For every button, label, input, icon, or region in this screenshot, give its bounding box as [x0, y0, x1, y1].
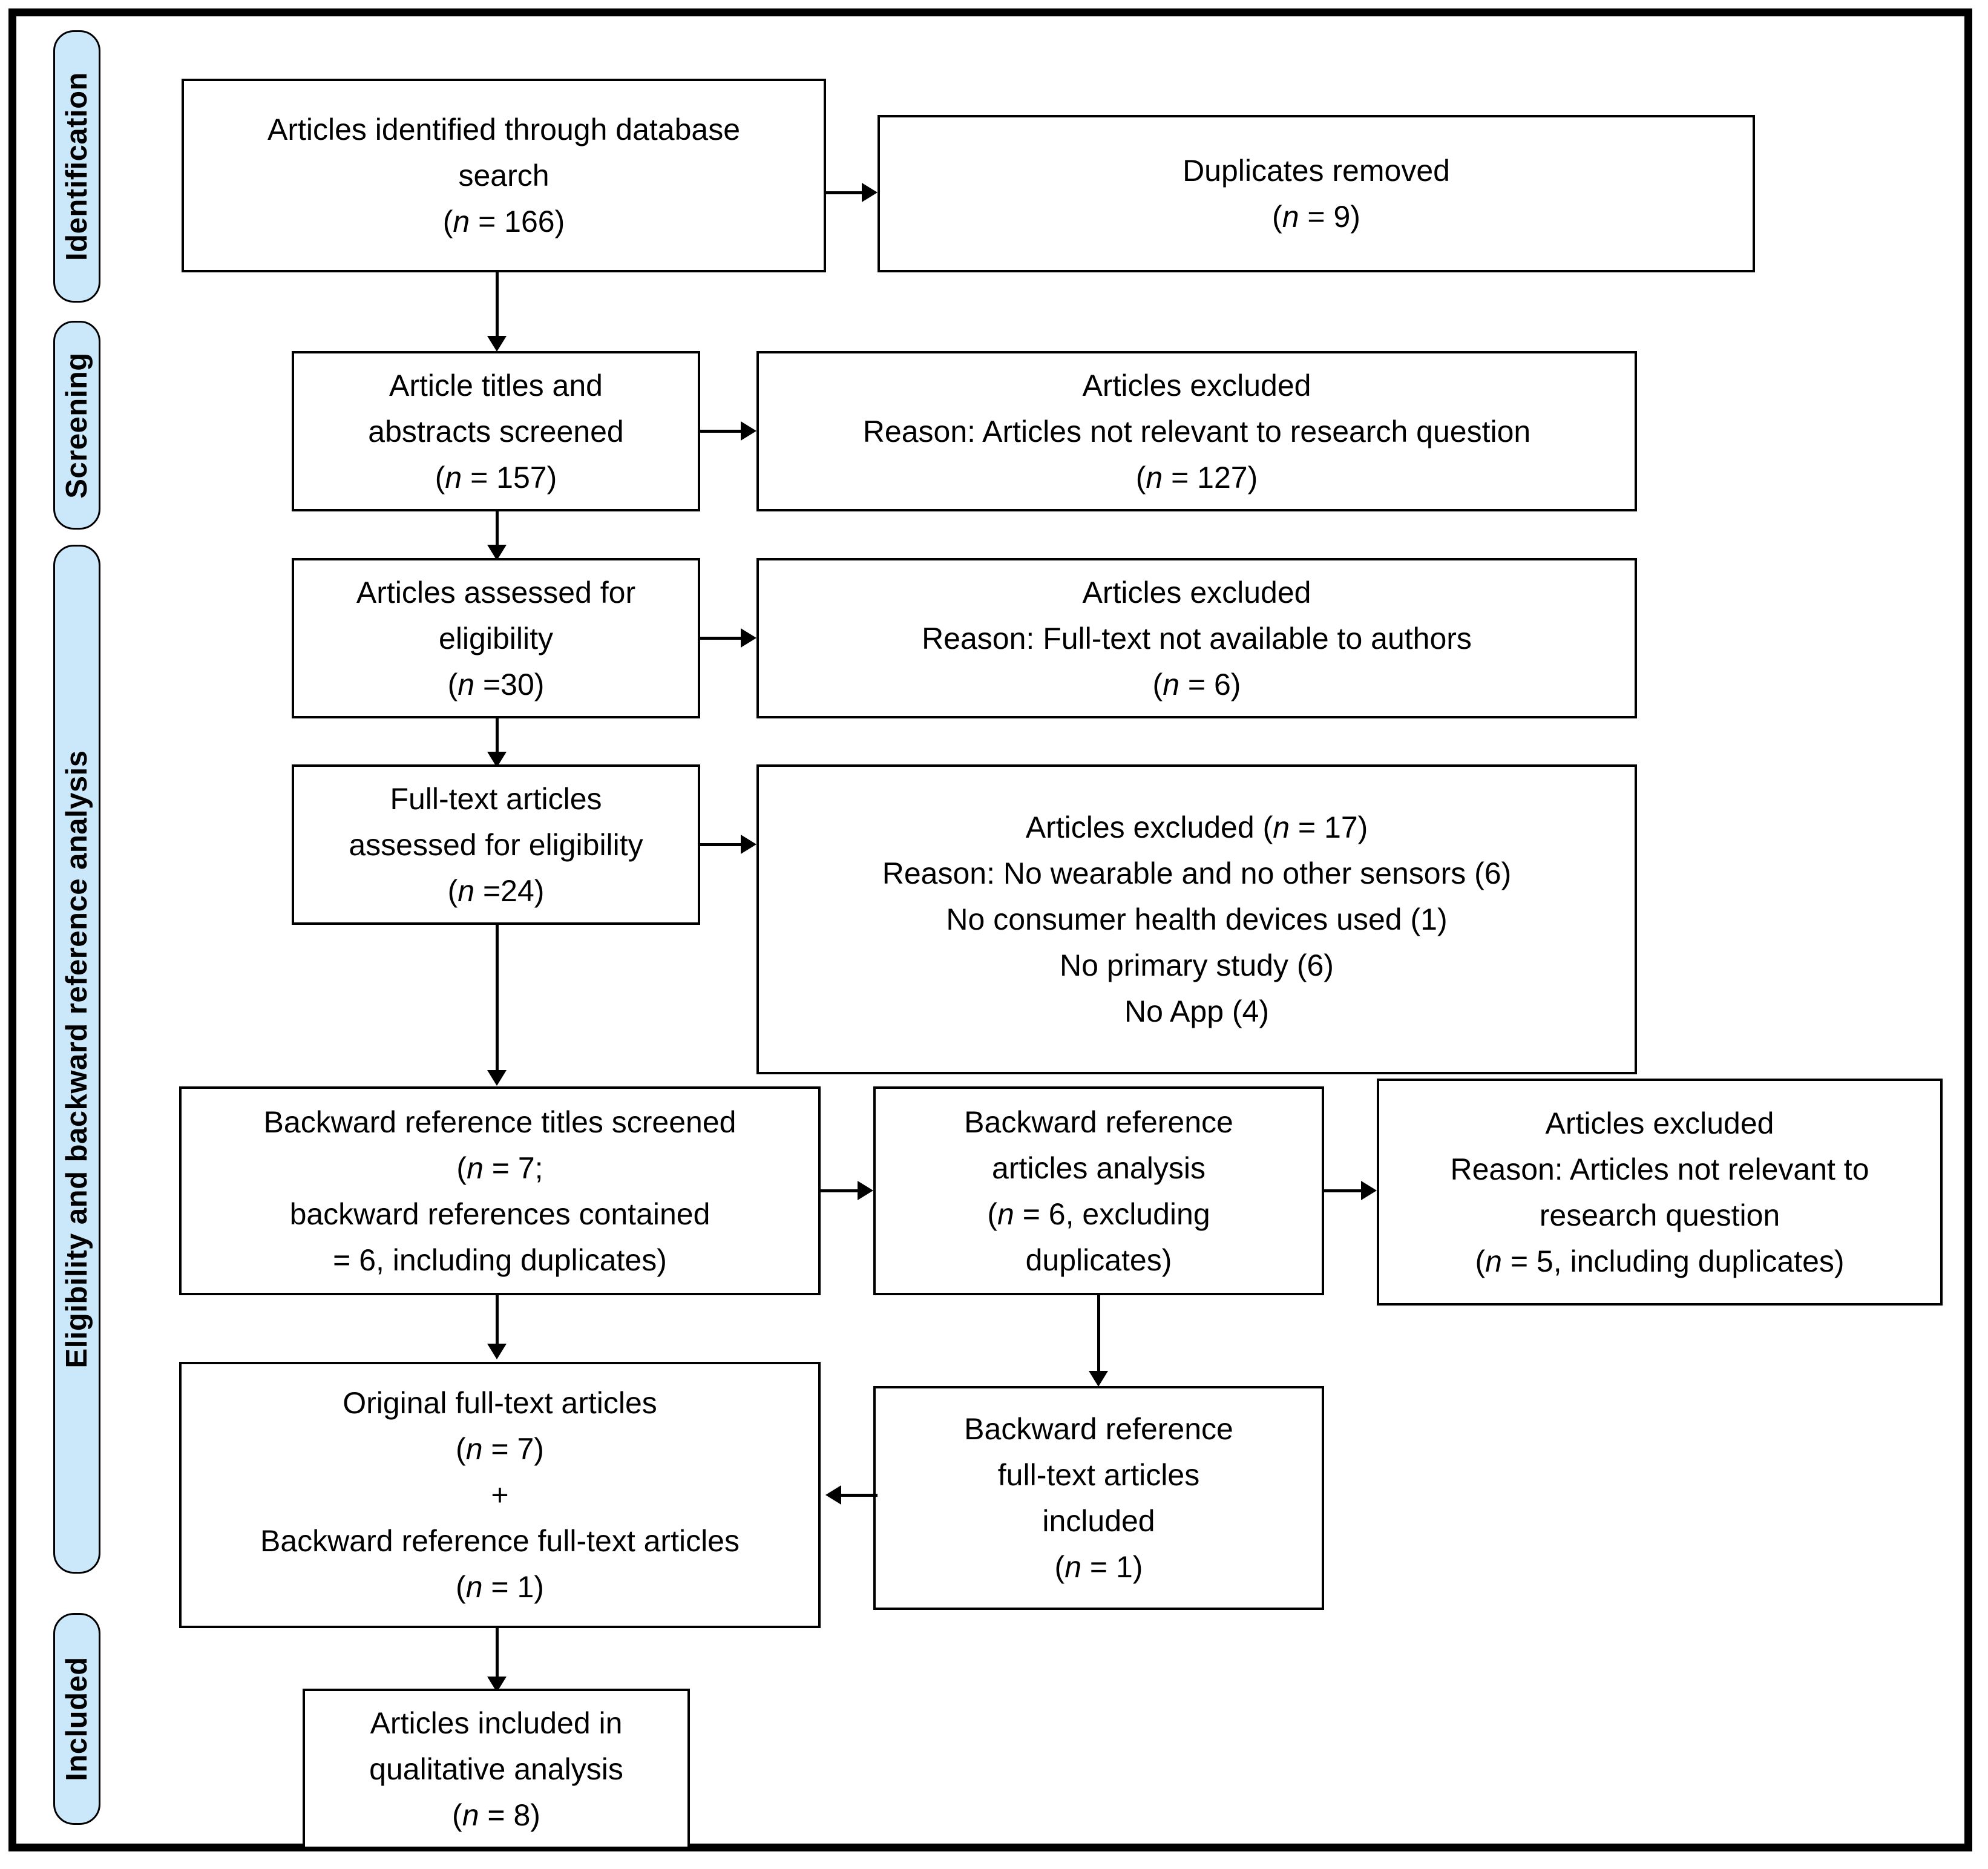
box-articles-excluded-fulltext-unavailable: Articles excluded Reason: Full-text not …	[756, 558, 1637, 718]
assessed-line-2: eligibility	[439, 621, 553, 655]
arrowhead-identified-to-duplicates	[862, 183, 878, 202]
bwd-titles-line-2: (n = 7;	[456, 1151, 543, 1185]
titles-line-2: abstracts screened	[368, 414, 624, 448]
titles-count: (n = 157)	[435, 460, 557, 494]
connector-identified-to-titles	[496, 272, 499, 339]
box-articles-excluded-screening: Articles excluded Reason: Articles not r…	[756, 351, 1637, 511]
box-articles-excluded-reasons: Articles excluded (n = 17) Reason: No we…	[756, 764, 1637, 1074]
box-articles-identified: Articles identified through database sea…	[182, 79, 826, 272]
assessed-count: (n =30)	[447, 667, 545, 701]
connector-titles-to-assessed	[496, 511, 499, 548]
orig-line-5: (n = 1)	[456, 1570, 544, 1604]
stage-label-eligibility: Eligibility and backward reference analy…	[53, 545, 100, 1574]
stage-included-text: Included	[61, 1657, 93, 1781]
arrowhead-titles-to-excluded	[741, 421, 756, 441]
box-backward-reference-titles-screened: Backward reference titles screened (n = …	[179, 1086, 821, 1295]
arrowhead-bwdtitles-to-original	[487, 1344, 507, 1359]
fulltext-line-1: Full-text articles	[390, 781, 602, 816]
bwd-incl-line-4: (n = 1)	[1054, 1550, 1143, 1584]
excl-na-line-1: Articles excluded	[1082, 575, 1311, 609]
arrowhead-bwdtitles-to-bwdanalysis	[858, 1181, 873, 1200]
bwd-titles-line-1: Backward reference titles screened	[263, 1105, 736, 1139]
stage-label-screening: Screening	[53, 321, 100, 530]
assessed-line-1: Articles assessed for	[356, 575, 636, 609]
bwd-incl-line-1: Backward reference	[964, 1412, 1233, 1446]
titles-line-1: Article titles and	[389, 368, 603, 402]
orig-line-1: Original full-text articles	[343, 1386, 657, 1420]
excl-bwd-line-2: Reason: Articles not relevant to	[1450, 1152, 1869, 1186]
stage-eligibility-text: Eligibility and backward reference analy…	[61, 750, 93, 1368]
excl-bwd-line-3: research question	[1539, 1198, 1780, 1232]
connector-bwdtitles-to-original	[496, 1295, 499, 1347]
connector-bwdanalysis-to-bwdfulltext	[1097, 1295, 1100, 1374]
identified-line-1: Articles identified through database	[267, 113, 741, 146]
box-articles-excluded-backward: Articles excluded Reason: Articles not r…	[1377, 1079, 1943, 1306]
excl-reasons-head: Articles excluded (n = 17)	[1025, 810, 1368, 844]
excl-reason-1: Reason: No wearable and no other sensors…	[882, 856, 1512, 890]
connector-assessed-to-excluded	[700, 637, 741, 640]
bwd-analysis-line-1: Backward reference	[964, 1105, 1233, 1139]
connector-bwdanalysis-to-excluded	[1324, 1189, 1362, 1192]
identified-count: (n = 166)	[442, 205, 565, 238]
box-backward-fulltext-included: Backward reference full-text articles in…	[873, 1386, 1324, 1610]
arrowhead-bwdincl-to-original	[825, 1485, 841, 1505]
box-articles-included-qualitative: Articles included in qualitative analysi…	[303, 1689, 690, 1849]
connector-titles-to-excluded	[700, 430, 741, 433]
connector-original-to-final	[496, 1628, 499, 1680]
box-original-fulltext-articles: Original full-text articles (n = 7) + Ba…	[179, 1362, 821, 1628]
connector-identified-to-duplicates	[826, 191, 862, 194]
excl-bwd-line-1: Articles excluded	[1545, 1106, 1774, 1140]
bwd-incl-line-3: included	[1042, 1504, 1155, 1538]
orig-line-2: (n = 7)	[456, 1432, 544, 1466]
arrowhead-bwdanalysis-to-bwdfulltext	[1089, 1371, 1108, 1387]
excl-na-line-2: Reason: Full-text not available to autho…	[922, 621, 1472, 655]
stage-label-included: Included	[53, 1613, 100, 1825]
box-fulltext-assessed-eligibility: Full-text articles assessed for eligibil…	[292, 764, 700, 925]
arrowhead-titles-to-assessed	[487, 545, 507, 560]
bwd-incl-line-2: full-text articles	[997, 1458, 1200, 1492]
stage-screening-text: Screening	[61, 352, 93, 499]
excl-na-count: (n = 6)	[1152, 667, 1241, 701]
orig-line-3: +	[491, 1478, 509, 1512]
bwd-titles-line-4: = 6, including duplicates)	[333, 1243, 667, 1277]
connector-fulltext-to-backward-titles	[496, 925, 499, 1073]
connector-bwdincl-to-original	[841, 1494, 878, 1497]
final-line-2: qualitative analysis	[369, 1752, 623, 1786]
box-assessed-for-eligibility: Articles assessed for eligibility (n =30…	[292, 558, 700, 718]
arrowhead-assessed-to-excluded	[741, 628, 756, 648]
stage-identification-text: Identification	[61, 72, 93, 261]
box-titles-abstracts-screened: Article titles and abstracts screened (n…	[292, 351, 700, 511]
excl-reason-3: No primary study (6)	[1060, 948, 1334, 982]
fulltext-count: (n =24)	[447, 873, 545, 908]
connector-fulltext-to-excluded-reasons	[700, 843, 741, 846]
duplicates-line-1: Duplicates removed	[1183, 154, 1450, 188]
connector-bwdtitles-to-bwdanalysis	[821, 1189, 858, 1192]
bwd-analysis-line-2: articles analysis	[992, 1151, 1206, 1185]
fulltext-line-2: assessed for eligibility	[349, 827, 643, 862]
stage-label-identification: Identification	[53, 30, 100, 303]
excl-reason-4: No App (4)	[1124, 994, 1269, 1028]
identified-line-2: search	[458, 159, 549, 192]
excl-screening-count: (n = 127)	[1135, 460, 1258, 494]
arrowhead-fulltext-to-backward-titles	[487, 1070, 507, 1086]
arrowhead-fulltext-to-excluded-reasons	[741, 835, 756, 854]
bwd-titles-line-3: backward references contained	[289, 1197, 710, 1231]
box-duplicates-removed: Duplicates removed (n = 9)	[878, 115, 1755, 272]
bwd-analysis-line-4: duplicates)	[1025, 1243, 1172, 1277]
final-line-1: Articles included in	[370, 1706, 623, 1740]
duplicates-count: (n = 9)	[1272, 200, 1360, 234]
bwd-analysis-line-3: (n = 6, excluding	[987, 1197, 1210, 1231]
arrowhead-bwdanalysis-to-excluded	[1361, 1181, 1377, 1200]
excl-screening-line-2: Reason: Articles not relevant to researc…	[862, 414, 1531, 448]
excl-screening-line-1: Articles excluded	[1082, 368, 1311, 402]
excl-reason-2: No consumer health devices used (1)	[946, 902, 1448, 936]
final-line-3: (n = 8)	[452, 1798, 540, 1832]
box-backward-reference-articles-analysis: Backward reference articles analysis (n …	[873, 1086, 1324, 1295]
excl-bwd-line-4: (n = 5, including duplicates)	[1475, 1244, 1845, 1278]
connector-assessed-to-fulltext	[496, 718, 499, 755]
arrowhead-identified-to-titles	[487, 336, 507, 352]
orig-line-4: Backward reference full-text articles	[260, 1524, 740, 1558]
